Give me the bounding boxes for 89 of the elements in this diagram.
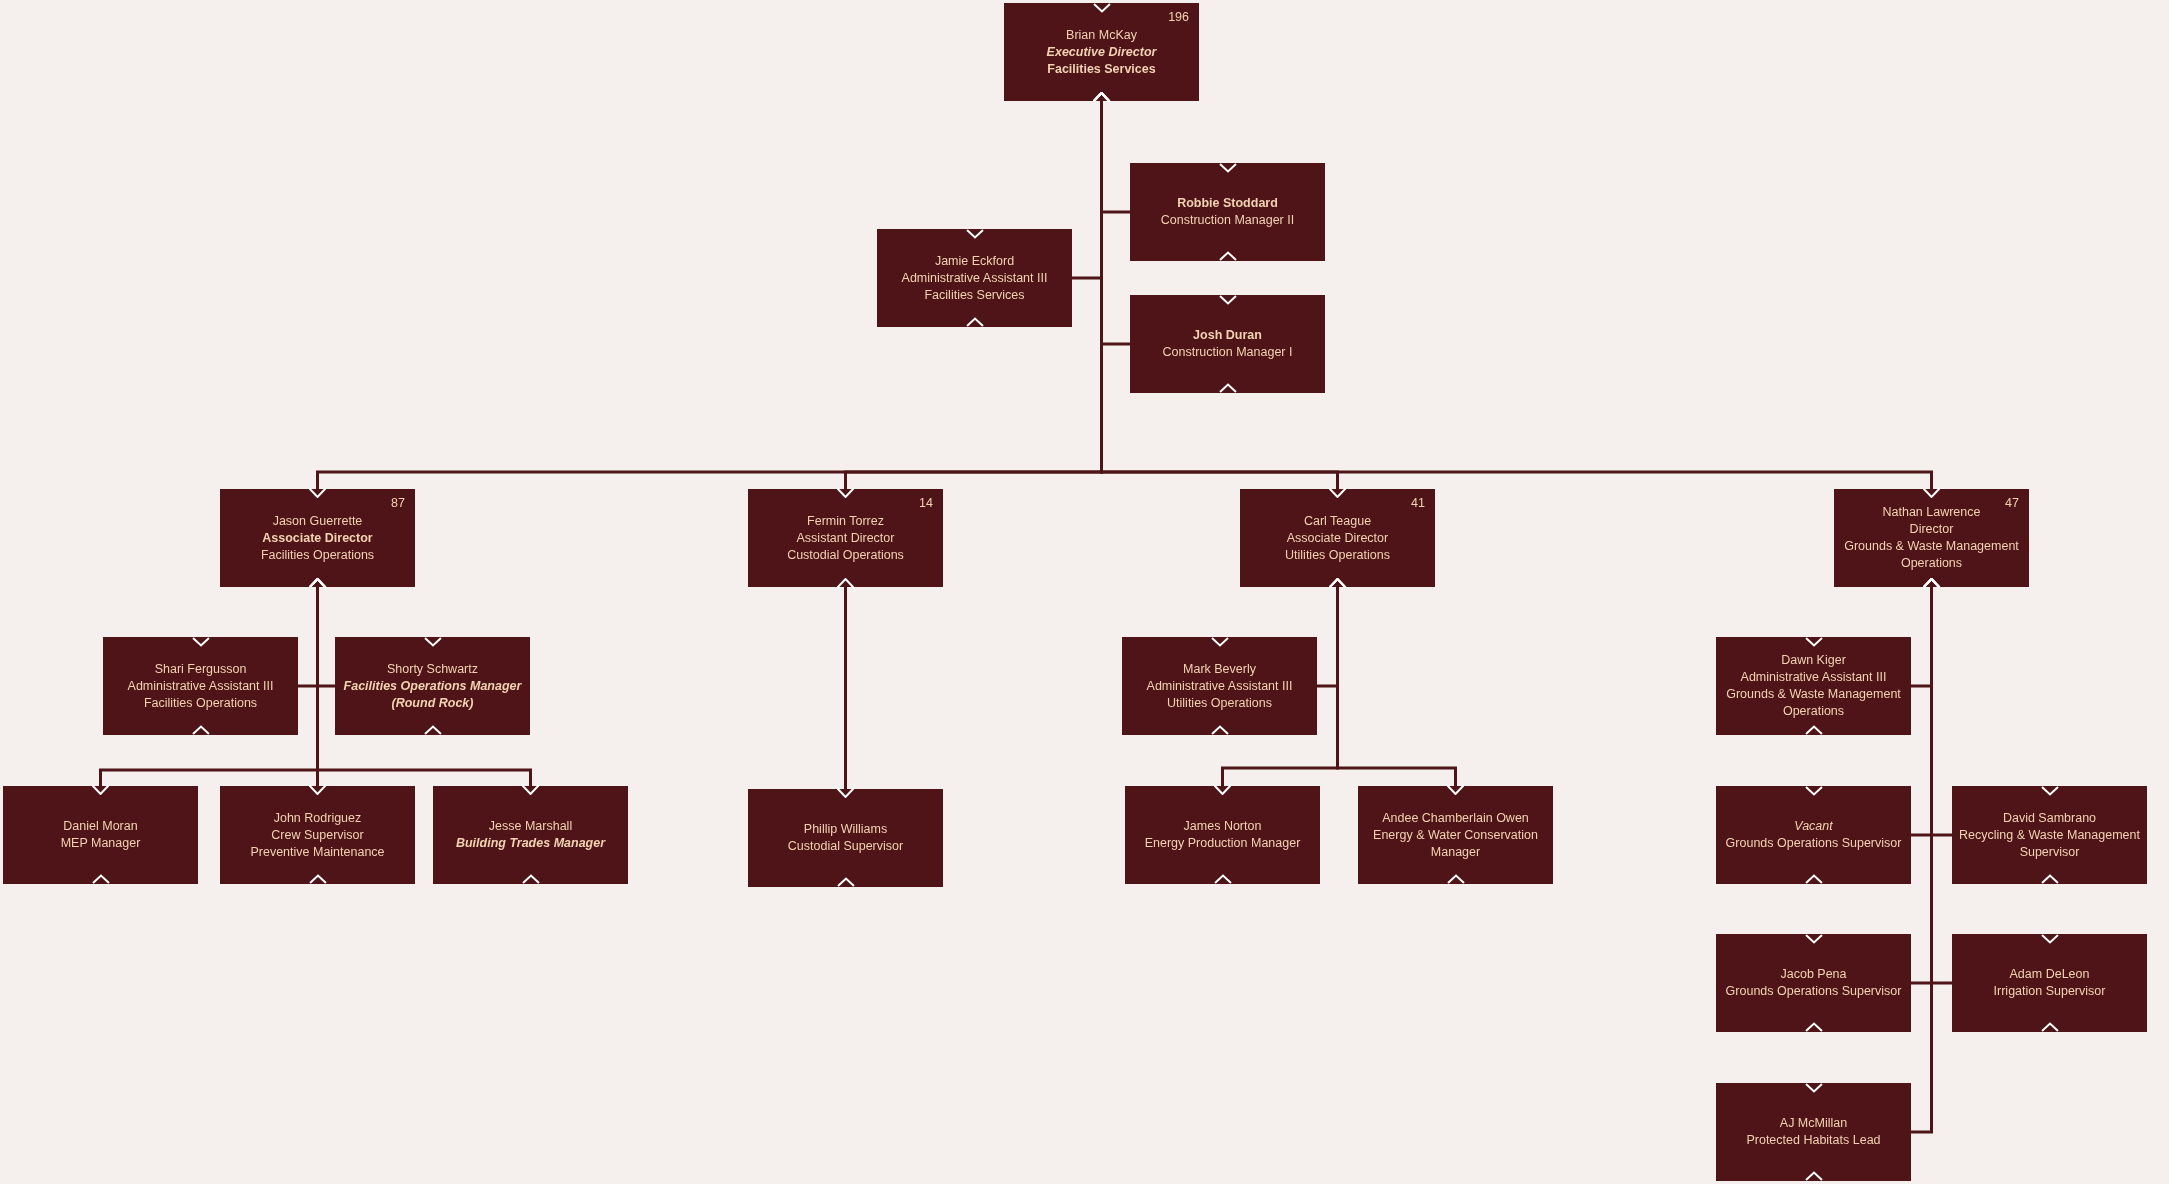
department-name: Utilities Operations <box>1167 694 1272 712</box>
position-box <box>1952 934 2147 1032</box>
position-box <box>103 637 298 735</box>
person-name: Jacob Pena <box>1780 966 1847 983</box>
person-name: Dawn Kiger <box>1781 652 1846 669</box>
position-box <box>1240 489 1435 587</box>
job-title: Administrative Assistant III <box>1146 677 1293 695</box>
job-title: Administrative Assistant III <box>1740 669 1887 686</box>
connector-line <box>1328 578 1465 795</box>
position-box <box>3 786 198 884</box>
person-name: Mark Beverly <box>1183 660 1256 678</box>
department-name: Facilities Services <box>924 286 1025 304</box>
job-title: Administrative Assistant III <box>127 677 274 695</box>
position-box <box>1004 3 1199 101</box>
job-title: Construction Manager I <box>1162 344 1293 361</box>
job-title: Recycling & Waste Management Supervisor <box>1958 826 2141 861</box>
position-box <box>1716 637 1911 735</box>
job-title: Associate Director <box>262 529 373 547</box>
vacancy-label: Vacant <box>1794 818 1833 835</box>
department-name: Facilities Operations <box>260 546 375 564</box>
headcount-number: 41 <box>1411 495 1425 512</box>
person-name: Carl Teague <box>1303 512 1372 530</box>
position-box <box>1125 786 1320 884</box>
position-box <box>1130 163 1325 261</box>
person-name: Jesse Marshall <box>488 818 573 835</box>
position-box <box>1716 1083 1911 1181</box>
headcount-number: 196 <box>1168 9 1189 26</box>
headcount-number: 14 <box>919 495 933 512</box>
person-name: AJ McMillan <box>1779 1115 1848 1132</box>
job-title: Energy Production Manager <box>1144 835 1301 852</box>
position-box <box>1716 786 1911 884</box>
position-box <box>1952 786 2147 884</box>
job-title: Associate Director <box>1286 529 1389 547</box>
position-box <box>220 786 415 884</box>
department-name: Utilities Operations <box>1285 546 1390 564</box>
person-name: Jamie Eckford <box>934 252 1015 270</box>
department-name: Preventive Maintenance <box>250 843 385 861</box>
job-title: Building Trades Manager <box>455 835 606 852</box>
job-title: Custodial Supervisor <box>787 838 904 855</box>
person-name: Shorty Schwartz <box>387 660 478 678</box>
person-name: Fermin Torrez <box>807 512 884 530</box>
person-name: Brian McKay <box>1066 26 1137 44</box>
person-name: Adam DeLeon <box>2009 966 2090 983</box>
position-box <box>1834 489 2029 587</box>
department-name: Custodial Operations <box>787 546 904 564</box>
connector-line <box>836 578 855 798</box>
job-title: Executive Director <box>1046 43 1157 61</box>
position-box <box>1358 786 1553 884</box>
person-name: John Rodriguez <box>273 809 362 827</box>
job-title: Administrative Assistant III <box>901 269 1048 287</box>
person-name: David Sambrano <box>2002 809 2097 827</box>
position-box <box>877 229 1072 327</box>
job-title: Facilities Operations Manager (Round Rock) <box>342 677 523 712</box>
person-name: Daniel Moran <box>63 818 138 835</box>
headcount-number: 47 <box>2005 495 2019 512</box>
job-title: Energy & Water Conservation Manager <box>1372 826 1539 861</box>
position-box <box>1122 637 1317 735</box>
department-name: Facilities Services <box>1047 60 1156 78</box>
job-title: Construction Manager II <box>1160 212 1295 229</box>
person-name: James Norton <box>1183 818 1262 835</box>
position-box <box>335 637 530 735</box>
position-box <box>748 489 943 587</box>
job-title: Irrigation Supervisor <box>1993 983 2106 1000</box>
connector-line <box>1092 92 1941 498</box>
job-title: Grounds Operations Supervisor <box>1725 835 1902 852</box>
job-title: Crew Supervisor <box>271 826 364 844</box>
position-box <box>748 789 943 887</box>
department-name: Grounds & Waste Management Operations <box>1725 686 1902 720</box>
job-title: Grounds Operations Supervisor <box>1725 983 1902 1000</box>
position-box <box>220 489 415 587</box>
person-name: Josh Duran <box>1193 327 1262 344</box>
person-name: Shari Fergusson <box>154 660 247 678</box>
job-title: Director <box>1909 521 1954 538</box>
job-title: Assistant Director <box>796 529 895 547</box>
person-name: Robbie Stoddard <box>1177 195 1278 212</box>
position-box <box>433 786 628 884</box>
person-name: Andee Chamberlain Owen <box>1382 809 1529 827</box>
headcount-number: 87 <box>391 495 405 512</box>
job-title: Protected Habitats Lead <box>1746 1132 1881 1149</box>
connector-line <box>308 578 540 795</box>
person-name: Nathan Lawrence <box>1882 504 1981 521</box>
person-name: Jason Guerrette <box>272 512 363 530</box>
person-name: Phillip Williams <box>803 821 888 838</box>
job-title: MEP Manager <box>60 835 141 852</box>
department-name: Grounds & Waste Management Operations <box>1843 538 2020 572</box>
department-name: Facilities Operations <box>143 694 258 712</box>
connector-line <box>1911 578 1941 1134</box>
position-box <box>1716 934 1911 1032</box>
position-box <box>1130 295 1325 393</box>
